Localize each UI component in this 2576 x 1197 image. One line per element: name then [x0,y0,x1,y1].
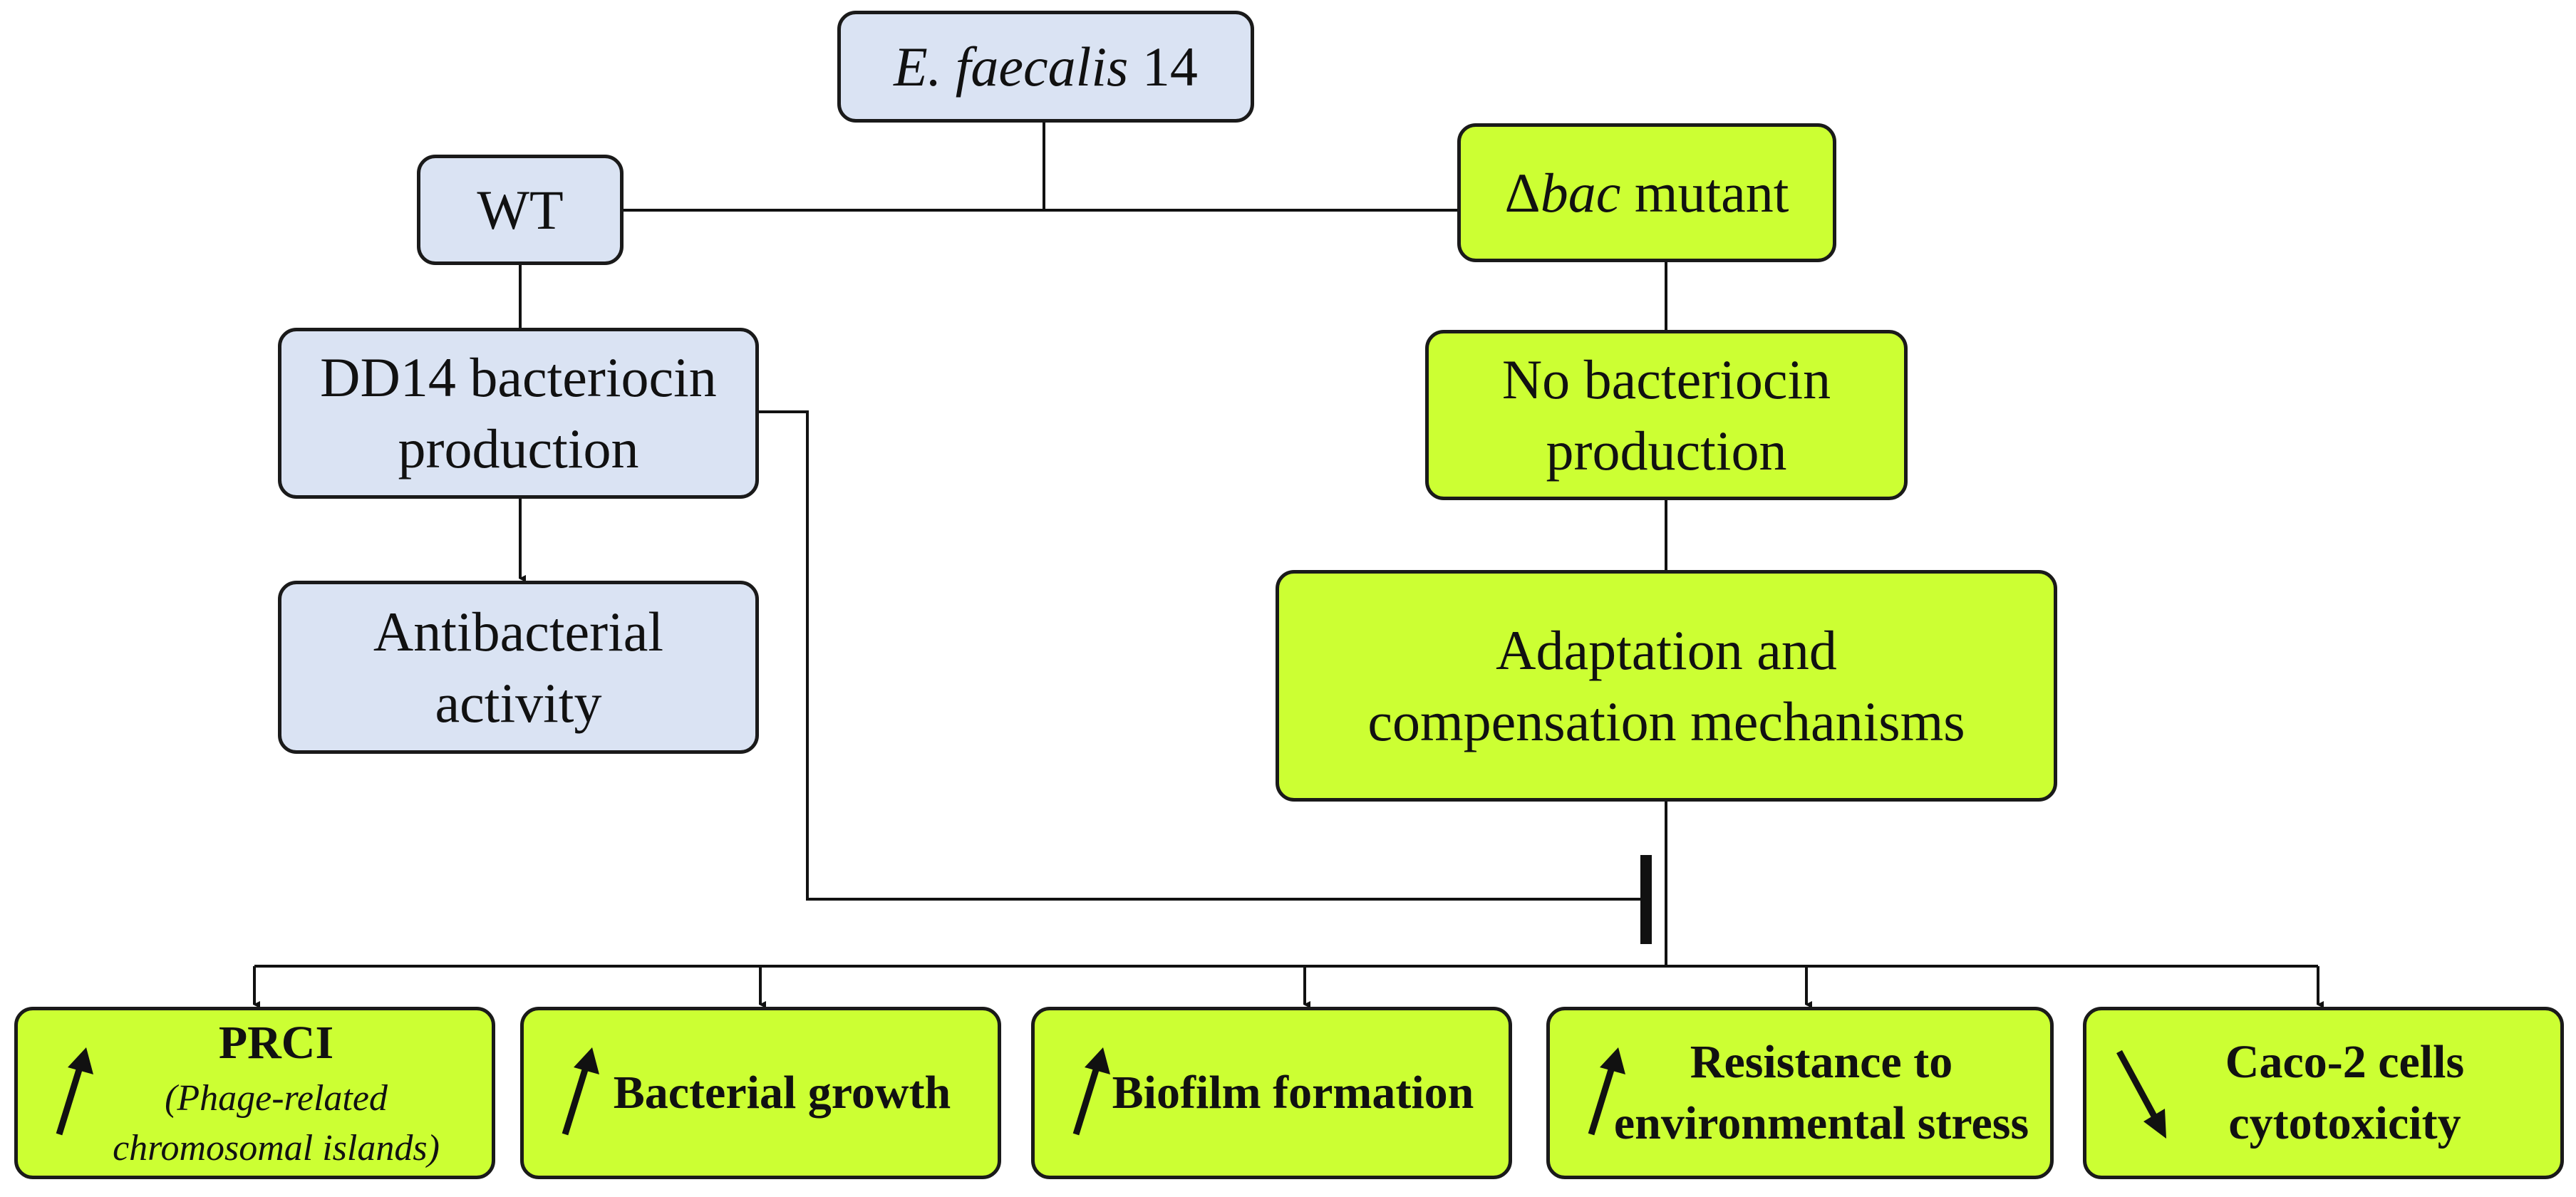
root-rest: 14 [1142,35,1198,98]
root-italic: E. faecalis [894,35,1129,98]
stress-resistance-line2: environmental stress [1613,1097,2029,1149]
mutant-node: Δbac mutant [1457,123,1836,262]
stress-resistance-line1: Resistance to [1690,1036,1953,1088]
prci-sub2: chromosomal islands) [113,1128,440,1168]
caco2-line2: cytotoxicity [2228,1097,2461,1149]
no-bacteriocin-line2: production [1546,419,1787,482]
down-arrow-icon [2116,1050,2166,1139]
wt-label: WT [477,178,564,241]
up-arrow-icon [562,1047,599,1136]
mutant-delta: Δ [1504,161,1541,224]
adaptation-node: Adaptation and compensation mechanisms [1276,570,2057,802]
no-bacteriocin-node: No bacteriocin production [1425,330,1908,500]
up-arrow-icon [56,1047,93,1136]
prci-sub1: (Phage-related [165,1078,388,1119]
bacterial-growth-title: Bacterial growth [613,1067,951,1119]
adaptation-line1: Adaptation and [1496,618,1837,681]
biofilm-formation-title: Biofilm formation [1112,1067,1474,1119]
mutant-rest: mutant [1634,161,1789,224]
outcome-biofilm-formation: Biofilm formation [1031,1007,1512,1179]
antibacterial-node: Antibacterial activity [278,581,759,754]
dd14-node: DD14 bacteriocin production [278,328,759,499]
outcome-caco2-cytotoxicity: Caco-2 cells cytotoxicity [2083,1007,2564,1179]
antibacterial-line1: Antibacterial [373,600,664,663]
antibacterial-line2: activity [435,671,602,734]
outcome-bacterial-growth: Bacterial growth [520,1007,1001,1179]
up-arrow-icon [1072,1047,1110,1136]
dd14-line2: production [398,418,639,480]
prci-title: PRCI [218,1017,334,1069]
outcome-prci: PRCI (Phage-related chromosomal islands) [14,1007,495,1179]
wt-node: WT [417,155,624,265]
no-bacteriocin-line1: No bacteriocin [1501,348,1831,410]
adaptation-line2: compensation mechanisms [1367,690,1965,752]
dd14-line1: DD14 bacteriocin [320,346,717,408]
mutant-italic: bac [1540,161,1621,224]
inhibition-line [759,410,1643,901]
outcome-stress-resistance: Resistance to environmental stress [1546,1007,2054,1179]
caco2-line1: Caco-2 cells [2225,1036,2465,1088]
root-node: E. faecalis 14 [837,11,1254,123]
up-arrow-icon [1588,1047,1625,1136]
